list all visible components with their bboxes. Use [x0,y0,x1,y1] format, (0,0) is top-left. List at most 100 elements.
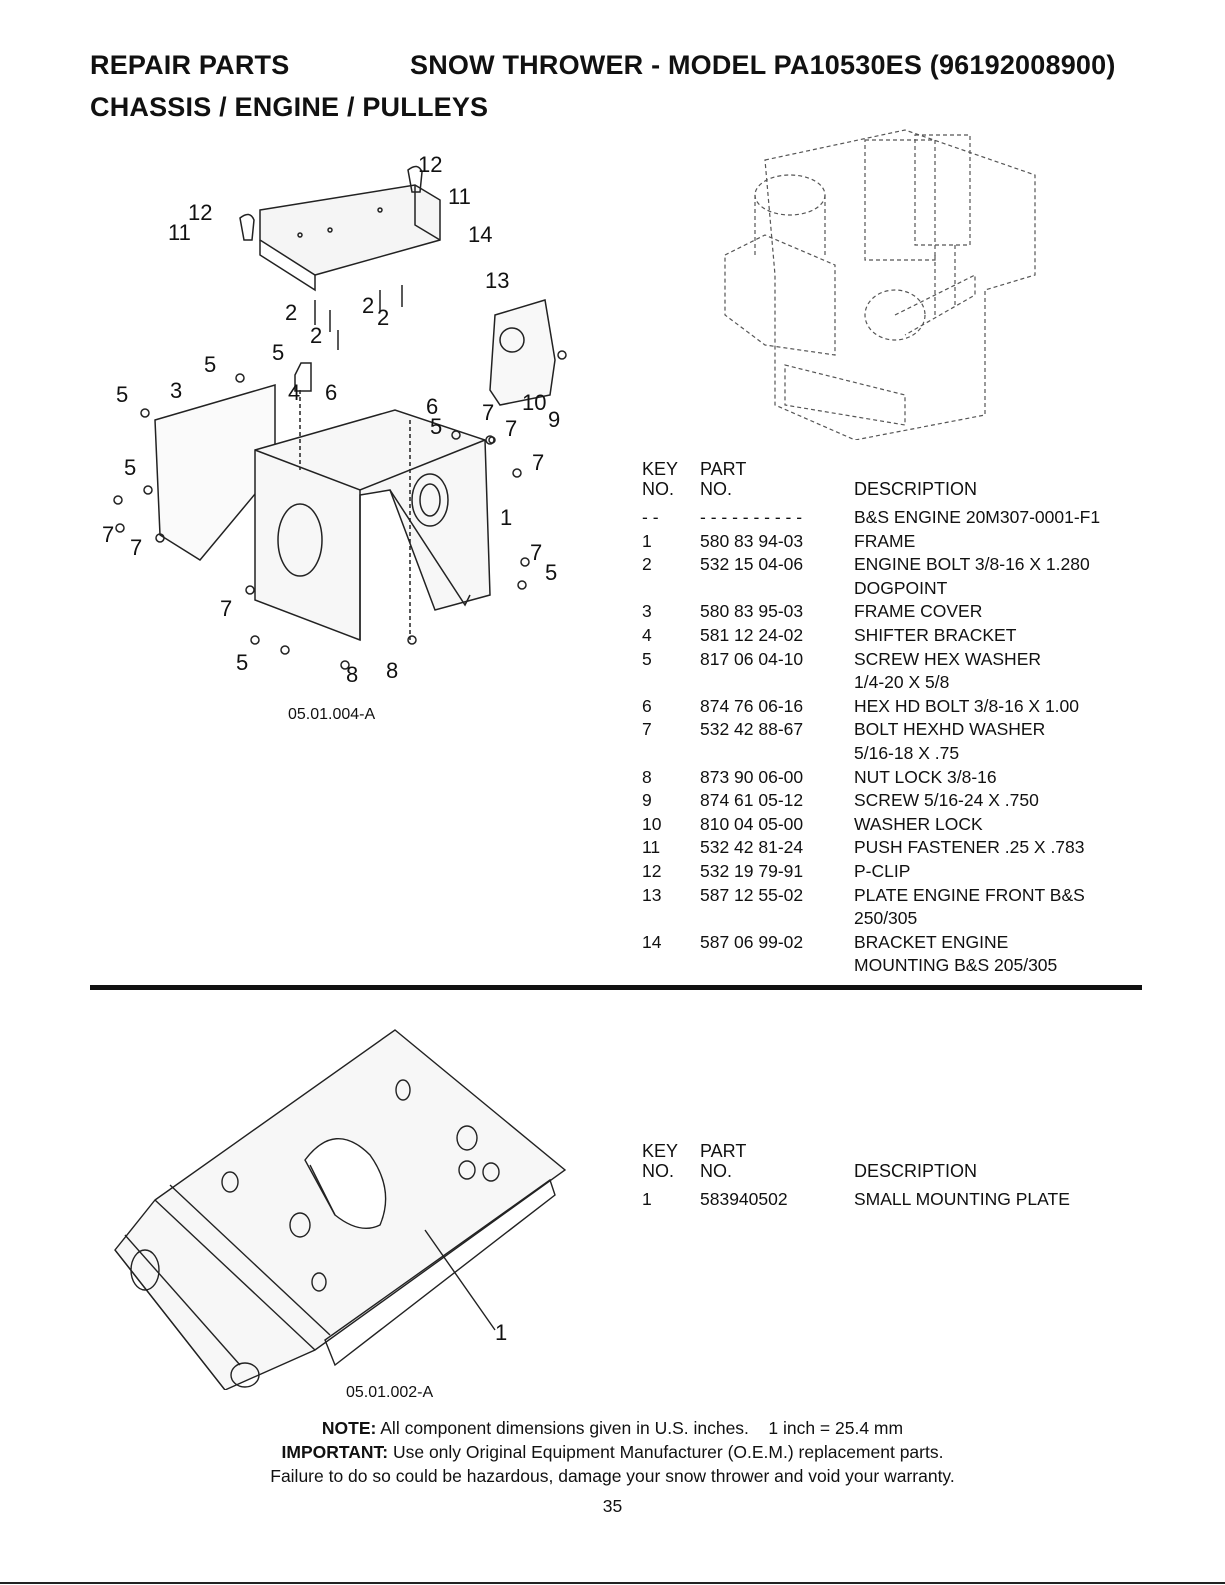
description: PUSH FASTENER .25 X .783 [854,837,1085,858]
part-no: 581 12 24-02 [700,624,804,645]
description: NUT LOCK 3/8-16 [854,766,997,787]
part-no: - - - - - - - - - - [700,507,803,527]
description-cont: 1/4-20 X 5/8 [854,672,950,693]
page-number: 35 [602,1496,623,1516]
callout-6a: 6 [325,380,337,405]
description: PLATE ENGINE FRONT B&S [854,884,1085,905]
callout-1: 1 [500,505,512,530]
parts-table-1: KEY NO. PART NO. DESCRIPTION - -- - - - … [642,458,1142,978]
key-no: 12 [642,860,662,881]
callout-7a: 7 [482,400,494,425]
header-part: PART [700,1141,747,1161]
callout-5a: 5 [272,340,284,365]
callout-5f: 5 [545,560,557,585]
description: SMALL MOUNTING PLATE [854,1189,1070,1209]
callout-7d: 7 [102,522,114,547]
description: BRACKET ENGINE [854,931,1009,952]
description: FRAME COVER [854,601,983,622]
note-text: All component dimensions given in U.S. i… [376,1418,904,1438]
important-label: IMPORTANT: [281,1442,389,1462]
part-no: 583940502 [700,1189,788,1209]
callout-2c: 2 [377,305,389,330]
table-row: 8 873 90 06-00 NUT LOCK 3/8-16 [642,766,1142,790]
key-no: 4 [642,624,652,645]
table-row: 11 532 42 81-24 PUSH FASTENER .25 X .783 [642,836,1142,860]
callout-7b: 7 [505,416,517,441]
mounting-plate-diagram: 1 [114,1029,567,1390]
part-no: 873 90 06-00 [700,766,804,787]
table-row: 1 580 83 94-03 FRAME [642,530,1142,554]
key-no: 10 [642,813,662,834]
callout-7c: 7 [532,450,544,475]
part-no: 587 12 55-02 [700,884,804,905]
key-no: 8 [642,766,652,787]
callout-3: 3 [170,378,182,403]
description: WASHER LOCK [854,813,983,834]
callout-7f: 7 [130,535,142,560]
part-no: 810 04 05-00 [700,813,804,834]
description: SCREW HEX WASHER [854,648,1042,669]
part-no: 874 76 06-16 [700,695,804,716]
callout-2a: 2 [285,300,297,325]
description: ENGINE BOLT 3/8-16 X 1.280 [854,554,1090,575]
callout-8a: 8 [346,662,358,687]
description: P-CLIP [854,860,911,881]
table-row: 4 581 12 24-02 SHIFTER BRACKET [642,624,1142,648]
callout-10: 10 [522,390,546,415]
header-key: KEY [642,1141,679,1161]
callout-5b: 5 [204,352,216,377]
callout-7g: 7 [220,596,232,621]
callout-5e: 5 [124,455,136,480]
header-description: DESCRIPTION [854,1161,978,1181]
header-key-no: NO. [642,1161,675,1181]
part-no: 532 42 88-67 [700,719,804,740]
key-no: 1 [642,530,652,551]
figure2-code: 05.01.002-A [346,1384,434,1401]
callout-11a: 11 [448,184,471,209]
figure1-callouts: 12 11 12 11 14 13 2 2 2 2 5 5 3 4 6 6 7 … [102,152,560,687]
note-label: NOTE: [321,1418,377,1438]
callout-4: 4 [288,380,300,405]
header-description: DESCRIPTION [854,479,978,499]
key-no: 9 [642,790,652,811]
callout-2b: 2 [362,293,374,318]
part-no: 587 06 99-02 [700,931,804,952]
callout-7e: 7 [530,540,542,565]
part-no: 874 61 05-12 [700,790,804,811]
part-no: 580 83 95-03 [700,601,804,622]
description: FRAME [854,530,916,551]
part-no: 532 42 81-24 [700,837,804,858]
callout-plate-1: 1 [495,1320,507,1345]
engine-dashed-diagram [724,129,1036,440]
description: SHIFTER BRACKET [854,624,1017,645]
key-no: 13 [642,884,662,905]
page-bottom-edge [0,1582,1225,1584]
callout-6b: 6 [426,394,438,419]
description: B&S ENGINE 20M307-0001-F1 [854,507,1101,527]
key-no: 7 [642,719,652,740]
key-no: 11 [642,837,661,858]
callout-2d: 2 [310,323,322,348]
callout-11b: 11 [168,220,191,245]
callout-5d: 5 [430,414,442,439]
description: HEX HD BOLT 3/8-16 X 1.00 [854,695,1080,716]
header-part: PART [700,459,747,479]
key-no: 2 [642,554,652,575]
parts-table-1-body: - -- - - - - - - - - -B&S ENGINE 20M307-… [642,506,1142,978]
part-no: 532 19 79-91 [700,860,804,881]
callout-5c: 5 [116,382,128,407]
description-cont: DOGPOINT [854,577,948,598]
note-line: NOTE: All component dimensions given in … [0,1418,1225,1439]
part-no: 817 06 04-10 [700,648,804,669]
header-key: KEY [642,459,679,479]
part-no: 580 83 94-03 [700,530,804,551]
